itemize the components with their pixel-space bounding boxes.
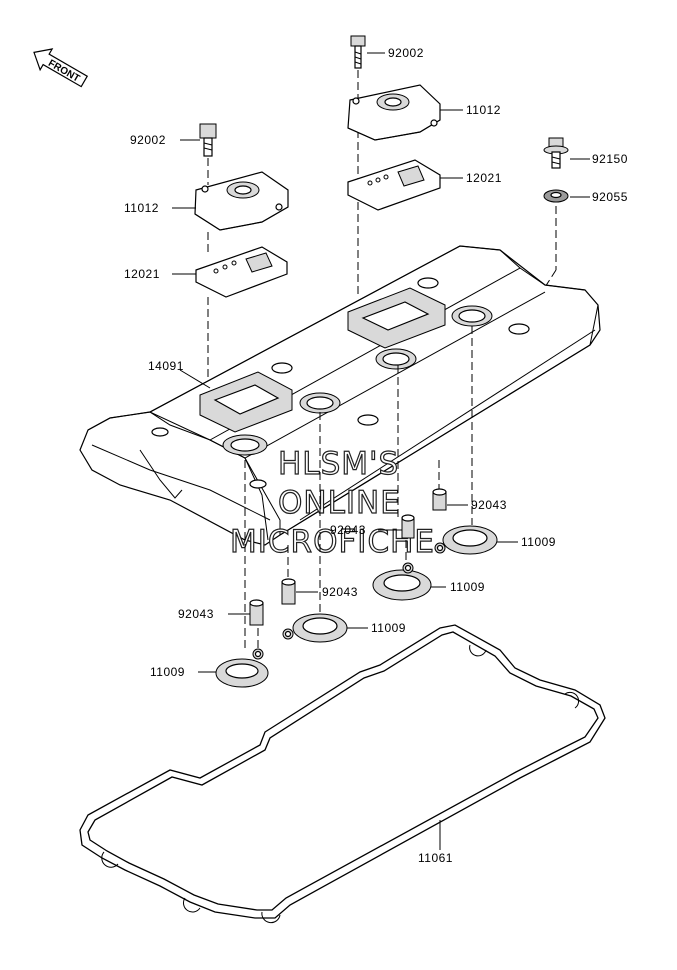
part-number-label: 11061 bbox=[418, 851, 453, 865]
part-number-label: 11009 bbox=[521, 535, 556, 549]
front-arrow-icon: FRONT bbox=[33, 48, 89, 88]
part-number-label: 12021 bbox=[466, 171, 502, 185]
breather-cap-part bbox=[347, 84, 441, 141]
watermark-line2: ONLINE bbox=[278, 485, 401, 521]
bolt-icon bbox=[199, 123, 217, 157]
breather-cap-part bbox=[194, 171, 289, 231]
bolt-icon bbox=[350, 35, 366, 69]
part-number-label: 92002 bbox=[130, 133, 166, 147]
plug-gasket-part bbox=[372, 562, 432, 601]
bolt-icon bbox=[543, 137, 569, 169]
collar-icon bbox=[401, 514, 415, 539]
part-number-label: 12021 bbox=[124, 267, 160, 281]
baffle-plate-part bbox=[195, 246, 288, 298]
part-number-label: 14091 bbox=[148, 359, 184, 373]
part-number-label: 92043 bbox=[322, 585, 358, 599]
head-cover-gasket-part bbox=[79, 624, 606, 924]
part-number-label: 11009 bbox=[371, 621, 406, 635]
part-number-label: 92043 bbox=[330, 523, 366, 537]
cylinder-head-cover-part bbox=[79, 245, 601, 546]
part-number-label: 11012 bbox=[124, 201, 159, 215]
plug-gasket-part bbox=[434, 525, 498, 555]
part-number-label: 11009 bbox=[150, 665, 185, 679]
plug-gasket-part bbox=[282, 613, 348, 643]
part-number-label: 11012 bbox=[466, 103, 501, 117]
watermark-line1: HLSM'S bbox=[278, 446, 399, 482]
part-number-label: 92150 bbox=[592, 152, 628, 166]
part-number-label: 92043 bbox=[178, 607, 214, 621]
part-number-label: 92002 bbox=[388, 46, 424, 60]
part-number-label: 92043 bbox=[471, 498, 507, 512]
part-number-label: 92055 bbox=[592, 190, 628, 204]
collar-icon bbox=[432, 488, 447, 511]
front-label: FRONT bbox=[46, 58, 81, 85]
plug-gasket-part bbox=[215, 648, 269, 688]
watermark: HLSM'S ONLINE MICROFICHE bbox=[229, 445, 434, 560]
washer-icon bbox=[543, 189, 569, 203]
collar-icon bbox=[281, 578, 296, 605]
baffle-plate-part bbox=[347, 159, 441, 211]
part-number-label: 11009 bbox=[450, 580, 485, 594]
collar-icon bbox=[249, 599, 264, 626]
